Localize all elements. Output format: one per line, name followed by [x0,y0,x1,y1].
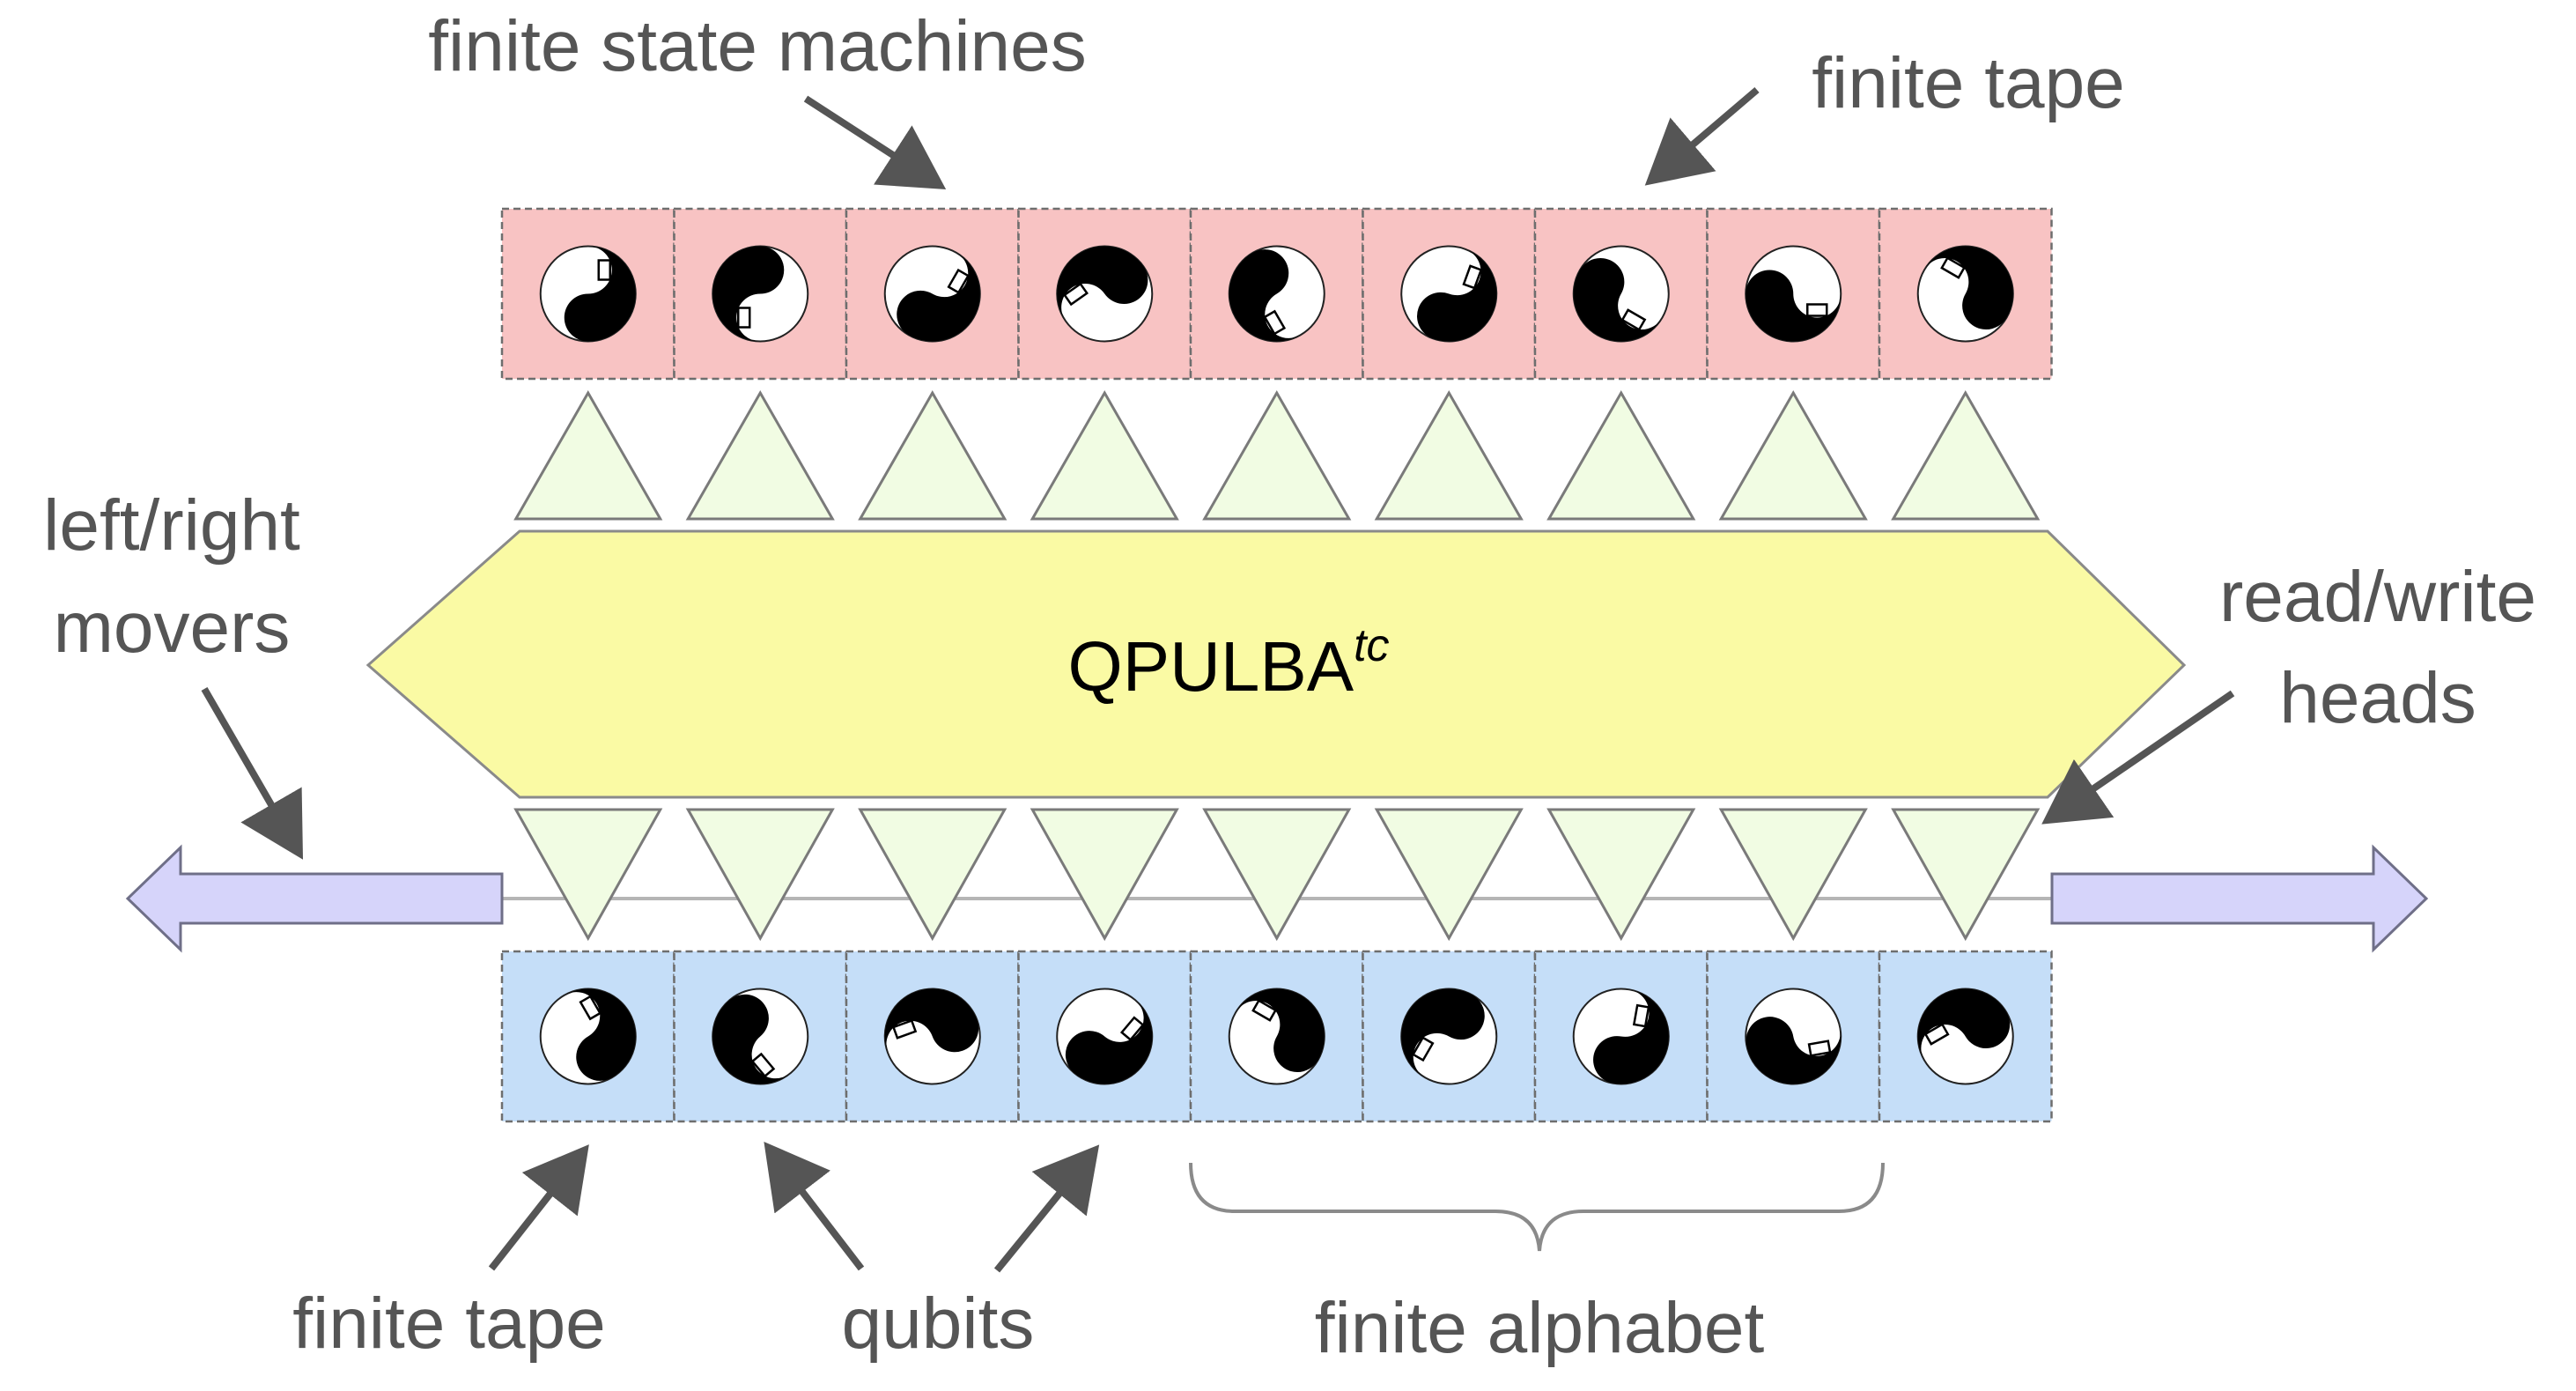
finite-state-machines-pointer-arrow [803,95,947,190]
processor-label-superscript: tc [1354,620,1389,671]
yin-yang-qubit-icon [1572,245,1670,343]
upper-read-write-head-5 [1202,389,1352,521]
yin-yang-qubit-icon [712,245,809,343]
yin-yang-qubit-icon [1056,988,1154,1085]
upper-read-write-head-3 [858,389,1008,521]
lower-read-write-head-7 [1546,808,1696,942]
qubits-right-pointer-arrow [993,1144,1100,1273]
heads-label: heads [2279,658,2476,738]
upper-read-write-head-1 [513,389,663,521]
tape-row [500,950,2053,1123]
lower-read-write-head-9 [1891,808,2041,942]
yin-yang-qubit-icon [1916,988,2014,1085]
finite-alphabet-label: finite alphabet [1315,1288,1765,1368]
yin-yang-qubit-icon [1745,245,1842,343]
left-right-movers-pointer-arrow [201,686,304,860]
read-write-label: read/write [2219,557,2536,637]
upper-read-write-head-4 [1030,389,1179,521]
upper-read-write-head-9 [1891,389,2041,521]
left-mover-arrow[interactable] [125,844,504,953]
yin-yang-qubit-icon [1916,245,2014,343]
lower-read-write-head-6 [1374,808,1524,942]
finite-tape-top-label: finite tape [1812,43,2125,123]
lower-read-write-head-5 [1202,808,1352,942]
yin-yang-qubit-icon [539,988,637,1085]
lower-read-write-head-2 [685,808,835,942]
yin-yang-qubit-icon [1400,245,1498,343]
lower-head-row [513,808,2041,942]
yin-yang-qubit-icon [1228,245,1325,343]
upper-read-write-head-2 [685,389,835,521]
yin-yang-qubit-icon [883,245,981,343]
lower-read-write-head-1 [513,808,663,942]
yin-yang-qubit-icon [1400,988,1498,1085]
yin-yang-qubit-icon [1228,988,1325,1085]
lower-read-write-head-8 [1718,808,1868,942]
finite-tape-bottom-pointer-arrow [488,1144,589,1271]
upper-read-write-head-6 [1374,389,1524,521]
qubits-label: qubits [842,1284,1035,1364]
finite-tape-top-pointer-arrow [1644,86,1760,186]
yin-yang-qubit-icon [539,245,637,343]
lower-read-write-head-4 [1030,808,1179,942]
yin-yang-qubit-icon [883,988,981,1085]
lower-read-write-head-3 [858,808,1008,942]
yin-yang-qubit-icon [712,988,809,1085]
yin-yang-qubit-icon [1745,988,1842,1085]
processor-label-main: QPULBA [1067,627,1354,706]
finite-state-machine-row [500,207,2053,381]
processor-label: QPULBAtc [1067,620,1389,706]
yin-yang-qubit-icon [1572,988,1670,1085]
finite-alphabet-brace [1189,1162,1885,1252]
left-right-label: left/right [43,485,300,566]
finite-tape-bottom-label: finite tape [292,1284,606,1364]
upper-read-write-head-8 [1718,389,1868,521]
movers-label: movers [54,588,291,668]
upper-read-write-head-7 [1546,389,1696,521]
upper-head-row [513,389,2041,521]
read-write-heads-pointer-arrow [2041,690,2235,825]
finite-state-machines-label: finite state machines [428,6,1087,86]
right-mover-arrow[interactable] [2050,844,2429,953]
yin-yang-qubit-icon [1056,245,1154,343]
qubits-left-pointer-arrow [764,1141,865,1271]
